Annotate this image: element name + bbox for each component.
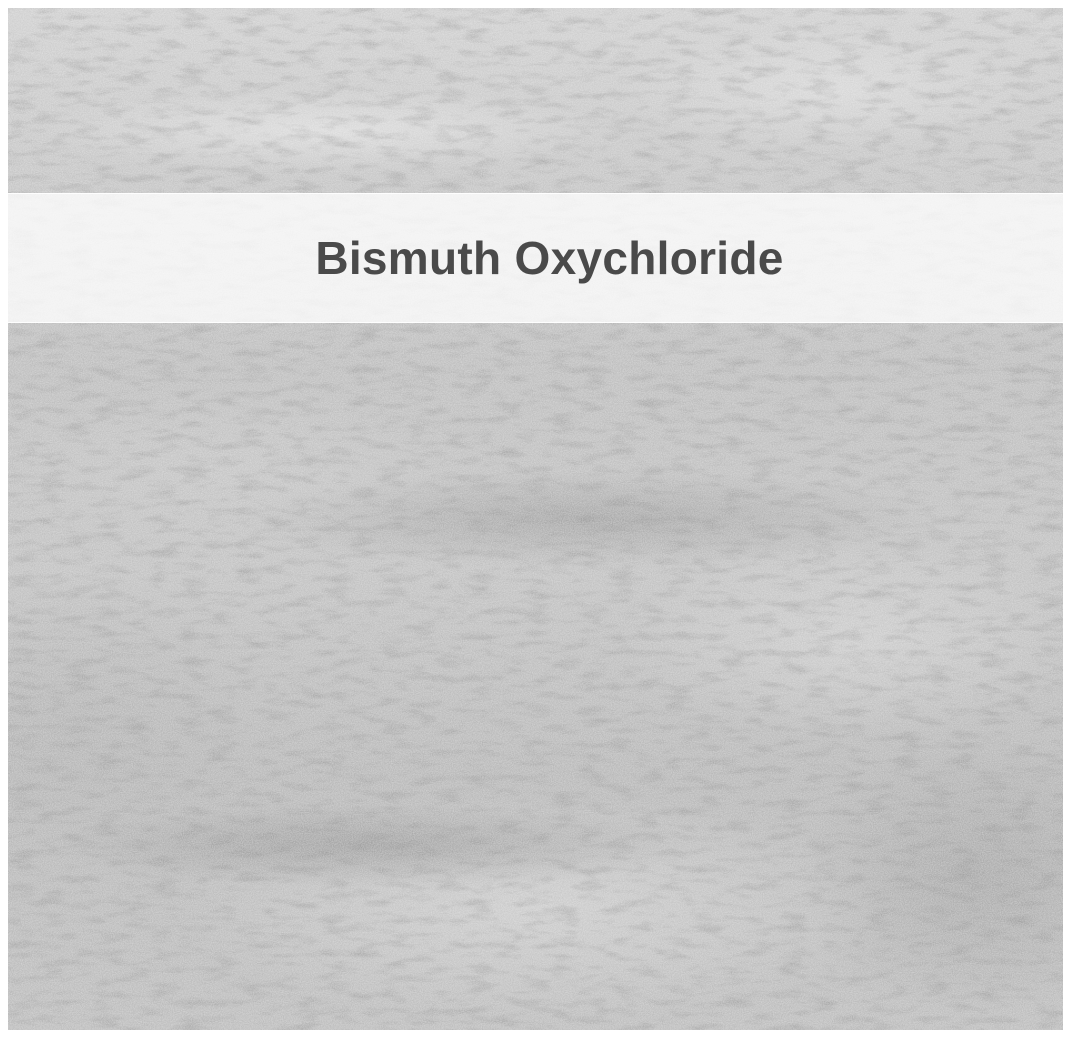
title-banner: Bismuth Oxychloride [8,193,1063,323]
powder-texture [8,8,1063,1030]
product-title: Bismuth Oxychloride [315,232,784,284]
powder-photo [8,8,1063,1030]
